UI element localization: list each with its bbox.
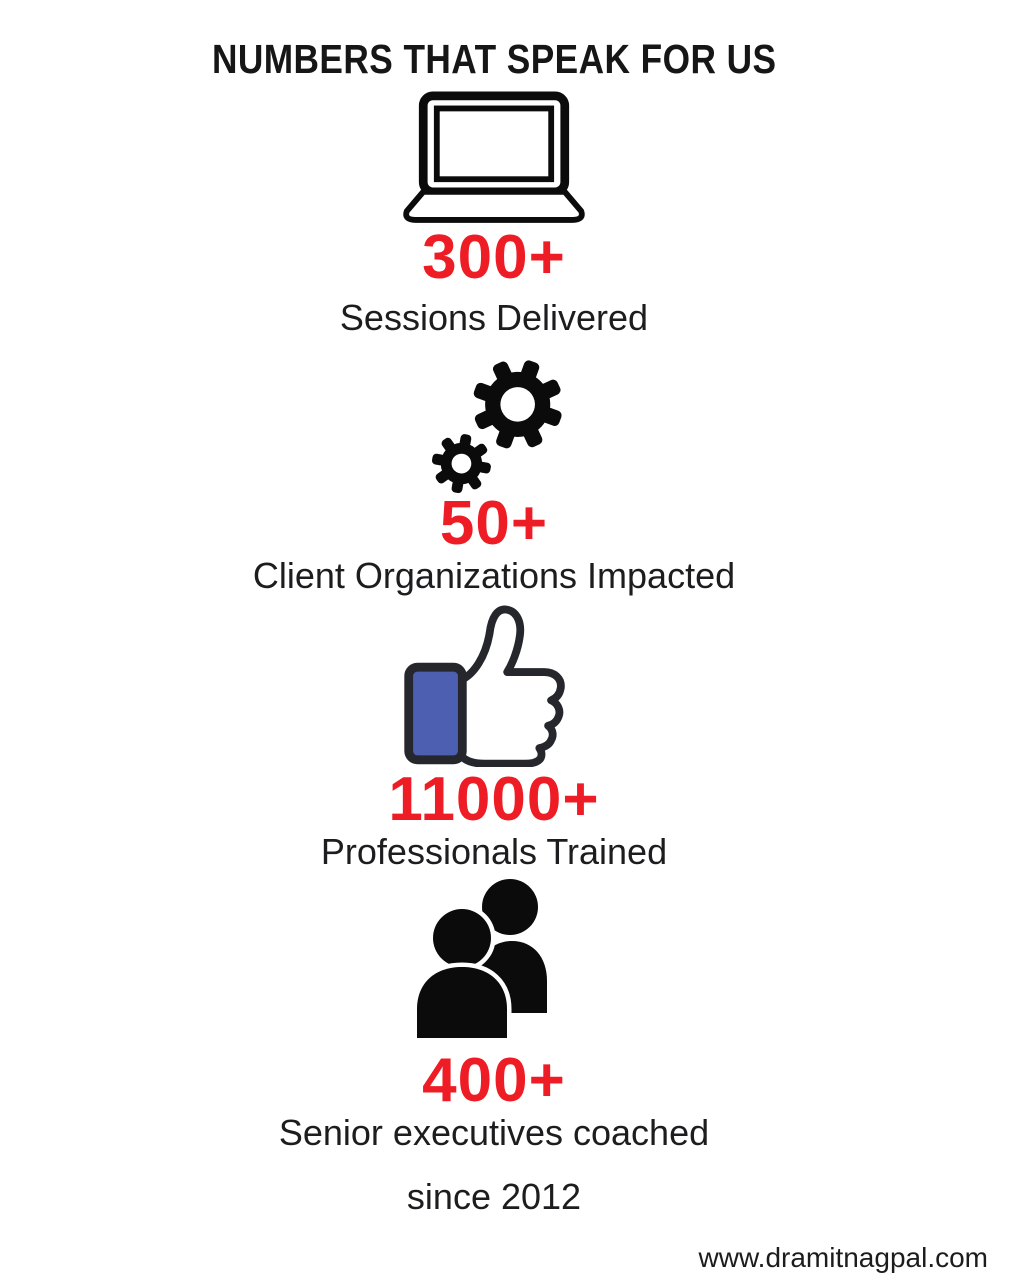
people-icon — [412, 878, 547, 1042]
stat-label-line1: Senior executives coached — [278, 1111, 710, 1153]
stat-label: Sessions Delivered — [339, 296, 649, 338]
stat-senior-executives: 400+ Senior executives coached since 201… — [279, 877, 709, 1222]
stat-value: 50+ — [439, 488, 549, 558]
laptop-icon — [403, 91, 585, 223]
thumbs-up-icon — [403, 605, 565, 768]
stat-sessions-delivered: 300+ Sessions Delivered — [340, 91, 648, 339]
stat-label: Client Organizations Impacted — [252, 554, 736, 596]
stat-label-line2: since 2012 — [406, 1175, 582, 1217]
page-title: NUMBERS THAT SPEAK FOR US — [211, 36, 777, 82]
website-url: www.dramitnagpal.com — [698, 1242, 988, 1273]
gears-icon — [431, 359, 562, 493]
stat-value: 300+ — [422, 222, 566, 292]
stat-value: 400+ — [422, 1045, 566, 1115]
stat-professionals-trained: 11000+ Professionals Trained — [321, 596, 667, 872]
stat-client-organizations: 50+ Client Organizations Impacted — [253, 359, 735, 597]
stat-label: Professionals Trained — [320, 831, 668, 873]
stat-label: Senior executives coached since 2012 — [279, 1108, 709, 1222]
stat-value: 11000+ — [388, 765, 600, 835]
stats-column: NUMBERS THAT SPEAK FOR US 300+ Sessions … — [211, 36, 777, 1222]
